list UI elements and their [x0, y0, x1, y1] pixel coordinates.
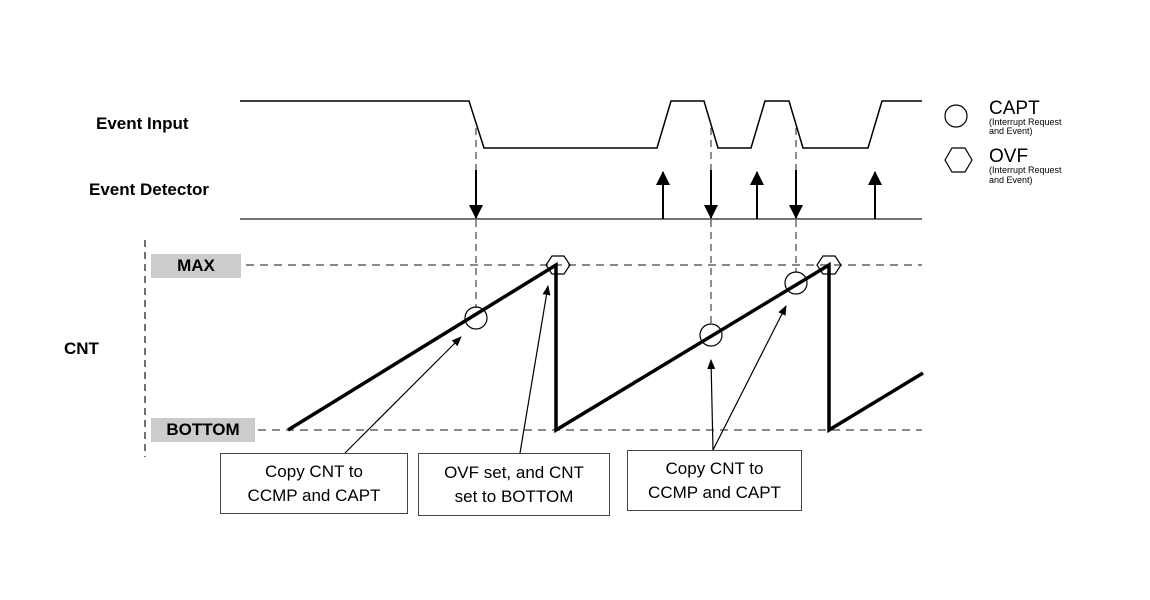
callout-arrow-3b	[712, 305, 787, 451]
event-detector-label: Event Detector	[89, 180, 209, 199]
callout-1-line-2: CCMP and CAPT	[247, 485, 381, 505]
callout-1-line-1: Copy CNT to	[265, 461, 363, 481]
callout-box-overflow: OVF set, and CNT set to BOTTOM	[418, 453, 610, 516]
capt-circle-2	[699, 323, 723, 347]
callout-2-line-1: OVF set, and CNT	[444, 462, 584, 482]
legend-capt-title: CAPT	[989, 98, 1040, 119]
detector-arrows	[469, 170, 882, 219]
callout-box-capture-1: Copy CNT to CCMP and CAPT	[220, 453, 408, 514]
callout-box-capture-2: Copy CNT to CCMP and CAPT	[627, 450, 802, 511]
legend-ovf-sub2: and Event)	[989, 175, 1033, 185]
legend-ovf-sub1: (Interrupt Request	[989, 165, 1062, 175]
event-guide-lines	[475, 128, 797, 325]
ovf-hexagon-1	[545, 255, 571, 275]
callout-arrow-2	[519, 285, 551, 454]
legend-ovf-title: OVF	[989, 146, 1029, 167]
legend-capt-sub1: (Interrupt Request	[989, 117, 1062, 127]
callout-3-line-2: CCMP and CAPT	[648, 482, 781, 502]
callout-arrows	[344, 285, 787, 454]
callout-2-line-2: set to BOTTOM	[454, 486, 574, 506]
callout-3-line-1: Copy CNT to	[665, 458, 764, 478]
capt-circle-1	[464, 306, 488, 330]
bottom-level-label: BOTTOM	[151, 418, 255, 442]
callout-arrow-3a	[707, 359, 716, 451]
legend-hexagon-icon	[944, 147, 973, 173]
capture-markers	[464, 271, 808, 347]
overflow-markers	[545, 255, 842, 275]
ovf-hexagon-2	[816, 255, 842, 275]
legend-circle-icon	[944, 104, 968, 128]
legend-capt-sub2: and Event)	[989, 126, 1033, 136]
event-input-waveform	[240, 100, 922, 149]
cnt-sawtooth	[287, 261, 924, 434]
max-level-label: MAX	[151, 254, 241, 278]
event-input-label: Event Input	[96, 114, 189, 133]
callout-arrow-1	[344, 336, 462, 454]
cnt-label: CNT	[64, 339, 99, 358]
capt-circle-3	[784, 271, 808, 295]
